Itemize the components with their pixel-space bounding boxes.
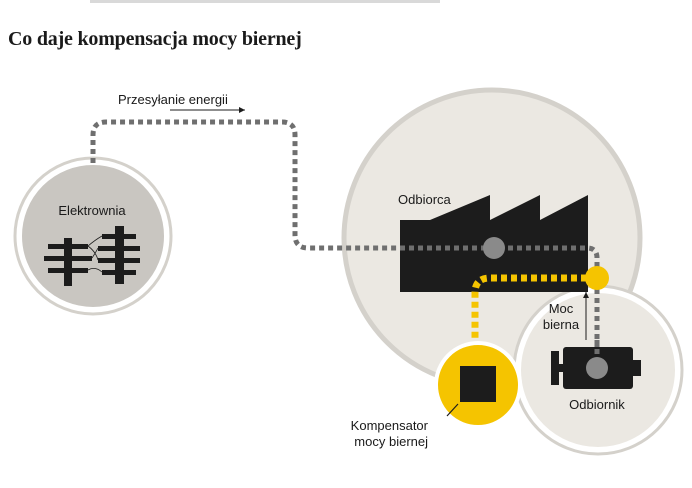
reactive-power-node	[585, 266, 609, 290]
consumer-label: Odbiorca	[398, 192, 451, 207]
reactive-power-line	[471, 274, 597, 350]
transmission-line	[90, 119, 600, 370]
compensator-pointer	[446, 403, 459, 417]
diagram-title: Co daje kompensacja mocy biernej	[8, 28, 302, 50]
compensator-label: Kompensator mocy biernej	[350, 418, 428, 449]
top-decorative-strip	[90, 0, 440, 3]
receiver-label: Odbiornik	[569, 397, 625, 412]
compensator-icon	[460, 366, 496, 402]
reactive-power-label: Moc bierna	[542, 301, 580, 332]
receiver-node	[586, 357, 608, 379]
power-plant-circle	[16, 159, 170, 313]
power-wires	[87, 235, 103, 273]
transmission-label: Przesyłanie energii	[118, 92, 228, 107]
consumer-node	[483, 237, 505, 259]
transmission-towers-icon	[44, 226, 140, 286]
power-plant-label: Elektrownia	[58, 203, 126, 218]
